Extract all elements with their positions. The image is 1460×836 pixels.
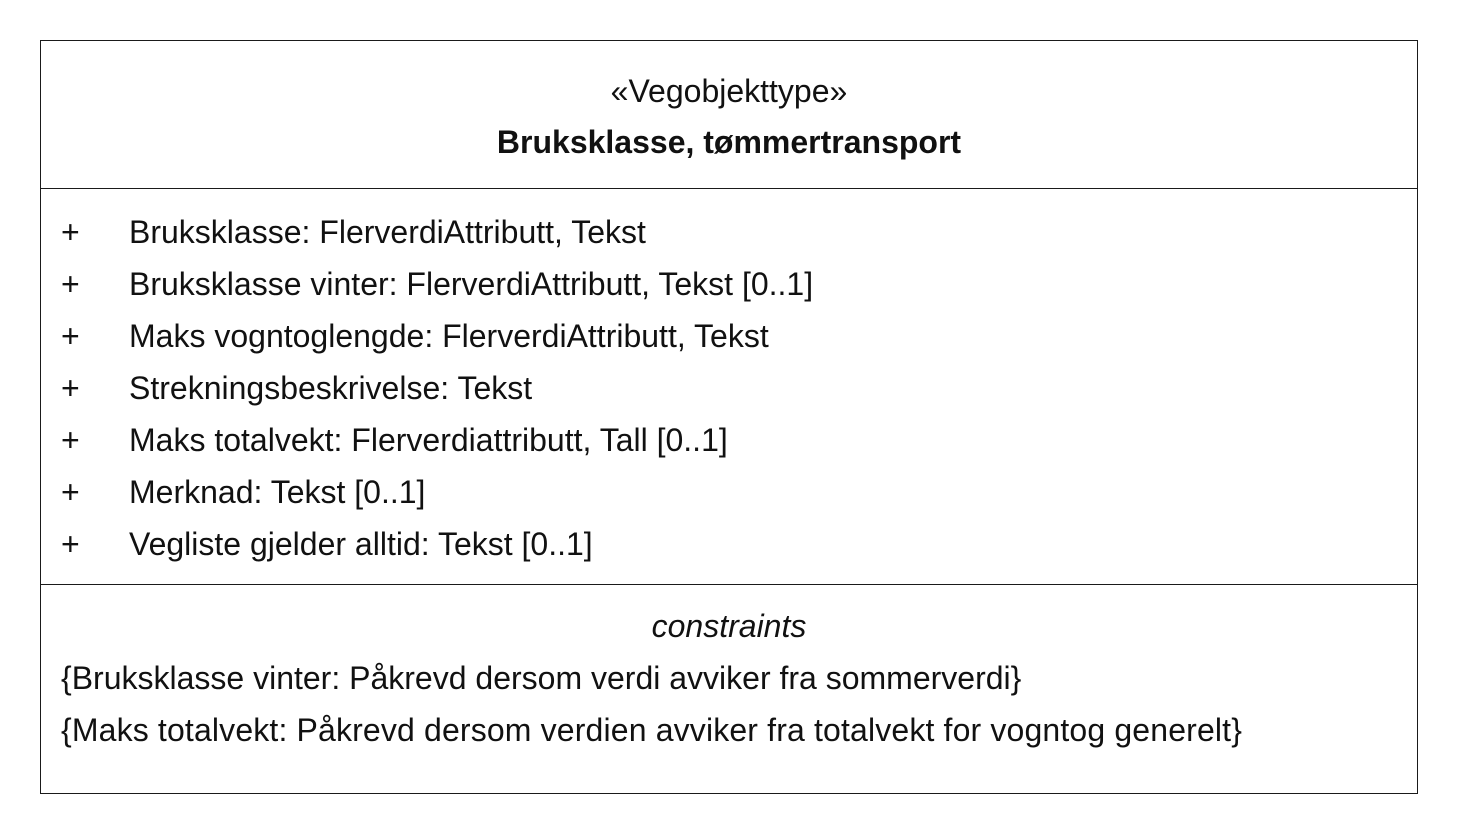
attribute-text: Bruksklasse vinter: FlerverdiAttributt, …: [129, 266, 814, 302]
attribute-text: Strekningsbeskrivelse: Tekst: [129, 370, 533, 406]
attribute-row: + Bruksklasse vinter: FlerverdiAttributt…: [41, 264, 1417, 304]
constraints-compartment: constraints {Bruksklasse vinter: Påkrevd…: [41, 585, 1417, 793]
attribute-visibility: +: [61, 370, 80, 406]
constraints-title: constraints: [651, 608, 807, 644]
attribute-text: Maks totalvekt: Flerverdiattributt, Tall…: [129, 422, 728, 458]
attribute-visibility: +: [61, 422, 80, 458]
attributes-compartment: + Bruksklasse: FlerverdiAttributt, Tekst…: [41, 189, 1417, 585]
attribute-visibility: +: [61, 526, 80, 562]
attribute-row: + Strekningsbeskrivelse: Tekst: [41, 368, 1417, 408]
attribute-row: + Bruksklasse: FlerverdiAttributt, Tekst: [41, 212, 1417, 252]
attribute-visibility: +: [61, 214, 80, 250]
attribute-row: + Maks totalvekt: Flerverdiattributt, Ta…: [41, 420, 1417, 460]
attribute-text: Maks vogntoglengde: FlerverdiAttributt, …: [129, 318, 769, 354]
attribute-row: + Merknad: Tekst [0..1]: [41, 472, 1417, 512]
attribute-row: + Vegliste gjelder alltid: Tekst [0..1]: [41, 524, 1417, 564]
attribute-text: Vegliste gjelder alltid: Tekst [0..1]: [129, 526, 593, 562]
class-header-compartment: «Vegobjekttype» Bruksklasse, tømmertrans…: [41, 41, 1417, 189]
attribute-text: Merknad: Tekst [0..1]: [129, 474, 426, 510]
attribute-visibility: +: [61, 266, 80, 302]
class-stereotype: «Vegobjekttype»: [610, 73, 848, 109]
attribute-text: Bruksklasse: FlerverdiAttributt, Tekst: [129, 214, 646, 250]
class-name: Bruksklasse, tømmertransport: [496, 124, 962, 160]
constraint-text: {Bruksklasse vinter: Påkrevd dersom verd…: [61, 660, 1022, 696]
attribute-row: + Maks vogntoglengde: FlerverdiAttributt…: [41, 316, 1417, 356]
attribute-visibility: +: [61, 318, 80, 354]
attribute-visibility: +: [61, 474, 80, 510]
constraint-text: {Maks totalvekt: Påkrevd dersom verdien …: [61, 712, 1243, 748]
uml-class-box: «Vegobjekttype» Bruksklasse, tømmertrans…: [40, 40, 1418, 794]
